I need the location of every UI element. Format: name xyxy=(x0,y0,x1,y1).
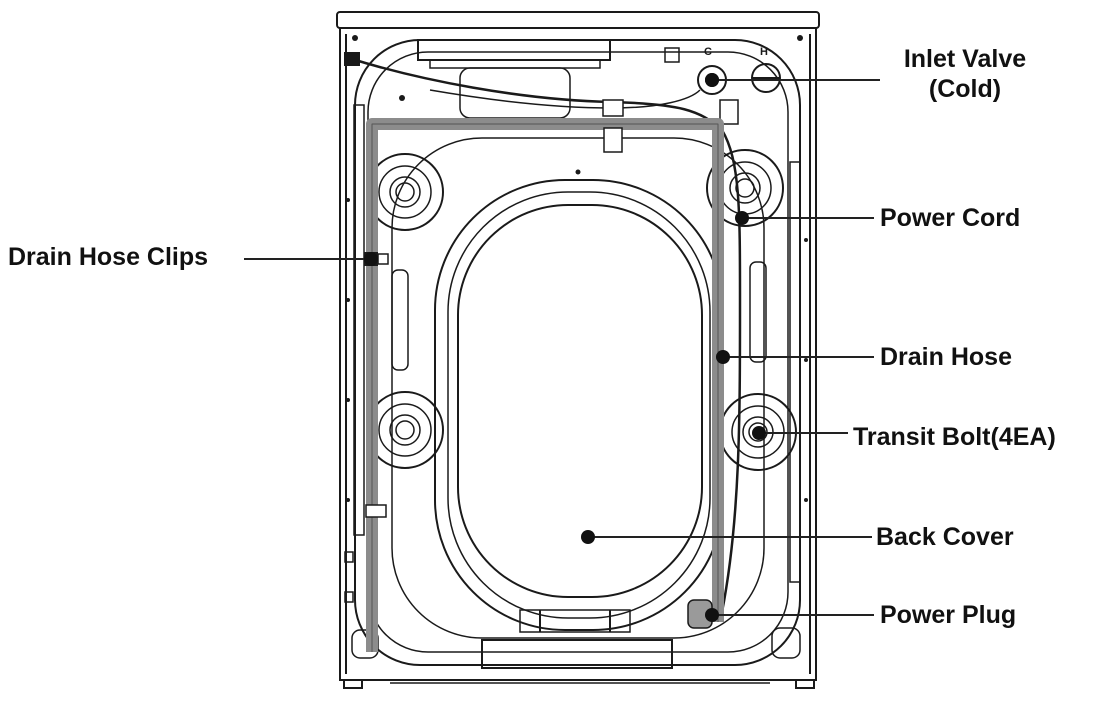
cabinet-outline xyxy=(339,27,817,681)
drain-hose-clips-leader xyxy=(244,258,370,260)
transit-bolt-top-left xyxy=(366,153,444,231)
inlet-valve-label: Inlet Valve (Cold) xyxy=(880,44,1050,104)
valve-marker-cold: C xyxy=(704,46,712,58)
inlet-valve-label-line2: (Cold) xyxy=(928,75,1002,103)
power-plug-label: Power Plug xyxy=(880,601,1017,629)
back-cover-leader xyxy=(590,536,872,538)
inlet-valve-hot xyxy=(751,63,781,93)
transit-bolt-marker xyxy=(752,426,766,440)
drain-hose-leader xyxy=(724,356,874,358)
power-plug-leader xyxy=(714,614,874,616)
outer-panel xyxy=(354,39,801,666)
valve-marker-hot: H xyxy=(760,46,768,58)
drain-hose-clips-label: Drain Hose Clips xyxy=(8,243,209,271)
power-cord-leader xyxy=(742,217,874,219)
drain-hose-clips-marker xyxy=(364,252,378,266)
power-plug-marker xyxy=(705,608,719,622)
back-cover-label: Back Cover xyxy=(876,523,1014,551)
drain-hose-marker xyxy=(716,350,730,364)
inlet-valve-marker xyxy=(705,73,719,87)
inlet-valve-label-line1: Inlet Valve xyxy=(903,45,1027,73)
back-cover-marker xyxy=(581,530,595,544)
transit-bolt-leader xyxy=(760,432,848,434)
transit-bolt-bottom-left xyxy=(366,391,444,469)
transit-bolt-label: Transit Bolt(4EA) xyxy=(853,423,1056,451)
inlet-valve-leader xyxy=(712,79,880,81)
power-cord xyxy=(351,57,742,613)
drain-hose-label: Drain Hose xyxy=(880,343,1012,371)
power-cord-label: Power Cord xyxy=(880,204,1021,232)
back-cover-panel xyxy=(457,204,703,598)
power-cord-marker xyxy=(735,211,749,225)
top-lid xyxy=(336,11,820,29)
